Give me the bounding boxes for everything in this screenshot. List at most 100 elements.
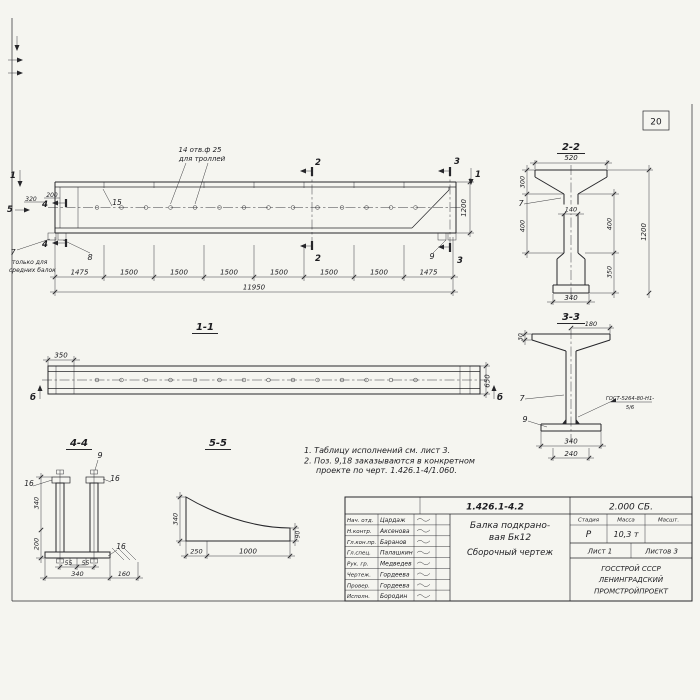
seg-dim-0: 1475 — [71, 269, 89, 277]
title-block-border — [344, 496, 693, 602]
dim-320: 320 — [25, 196, 37, 203]
drawing-title-line3: Сборочный чертеж — [467, 548, 553, 558]
dim-1000: 1000 — [239, 548, 257, 556]
pos-9: 9 — [429, 252, 434, 261]
dim-400-left: 400 — [519, 220, 527, 232]
sheets-info: Листов 3 — [644, 548, 678, 556]
titleblock-name-7: Бородин — [380, 593, 407, 600]
section-2-2-dims: 520 300 400 140 7 400 350 — [518, 154, 653, 305]
titleblock-role-4: Рук. гр. — [347, 562, 369, 568]
pos-8: 8 — [87, 253, 92, 262]
section-3-3-title: 3-3 — [562, 312, 580, 323]
section-3-3-pos-9: 9 — [522, 415, 527, 424]
dim-200: 200 — [46, 192, 58, 199]
cut-label-3-bottom: 3 — [457, 256, 463, 266]
view-4-4-callouts: 9 16 16 16 — [24, 451, 126, 557]
dim-240: 240 — [564, 450, 578, 458]
cut-label-b-left: б — [30, 392, 36, 403]
scale-label: Масшт. — [658, 518, 679, 524]
titleblock-role-5: Чертеж. — [347, 572, 371, 578]
view-1-1-title: 1-1 — [196, 322, 214, 333]
pos-7-footnote-1: только для — [12, 259, 48, 266]
note-line-3: проекте по черт. 1.426.1-4/1.060. — [316, 466, 457, 475]
view-1-1: 1-1 350 650 — [30, 322, 503, 403]
titleblock-role-1: Н.контр. — [347, 529, 372, 535]
org-line1: ГОССТРОЙ СССР — [601, 564, 661, 573]
section-3-3-pos-7: 7 — [519, 394, 525, 403]
seg-dim-6: 1500 — [370, 269, 388, 277]
note-line-2: 2. Поз. 9,18 заказываются в конкретном — [304, 457, 475, 466]
titleblock-name-3: Палашкин — [380, 550, 413, 557]
pos-16-bottom: 16 — [116, 542, 126, 551]
section-cut-5: 5 — [7, 205, 30, 215]
taper-plate-outline — [185, 496, 291, 542]
doc-number: 1.426.1-4.2 — [466, 503, 524, 513]
dim-350: 350 — [54, 352, 68, 360]
seg-dim-1: 1500 — [120, 269, 138, 277]
view-4-4-outline — [44, 469, 137, 566]
titleblock-name-5: Гордеева — [380, 571, 410, 578]
dim-1200-section: 1200 — [640, 223, 648, 241]
titleblock-role-2: Гл.кон.пр. — [347, 540, 376, 546]
section-cut-2: 2 2 — [300, 158, 321, 264]
view-5-5: 5-5 340 90 250 1000 — [172, 438, 302, 559]
section-3-3-outline — [531, 333, 611, 432]
cut-label-1-right: 1 — [475, 170, 481, 180]
margin-mark — [8, 36, 23, 76]
cut-b-marks: б б — [30, 385, 503, 403]
view-5-5-title: 5-5 — [209, 438, 227, 449]
dim-340-left: 340 — [33, 497, 41, 509]
section-2-2: 2-2 520 — [518, 142, 653, 305]
view-4-4: 4-4 9 16 16 16 — [24, 438, 143, 581]
pos-16-left: 16 — [24, 479, 34, 488]
holes-callout: 14 отв.ф 25 для троллей — [170, 146, 226, 205]
titleblock-name-1: Аксенова — [379, 528, 410, 535]
weld-note-line2: 5/6 — [626, 405, 635, 411]
dim-650: 650 — [484, 374, 492, 388]
titleblock-name-0: Цардаж — [380, 517, 406, 524]
seg-dim-5: 1500 — [320, 269, 338, 277]
dim-1200: 1200 — [460, 199, 468, 217]
dim-340: 340 — [564, 438, 578, 446]
seg-dim-7: 1475 — [420, 269, 438, 277]
section-2-2-title: 2-2 — [562, 142, 580, 153]
holes-note-line2: для троллей — [178, 155, 226, 163]
dim-90: 90 — [295, 531, 302, 539]
dim-200-left: 200 — [33, 538, 41, 550]
cut-label-5: 5 — [7, 205, 13, 215]
dim-55-b: 55 — [82, 560, 90, 567]
holes-note-line1: 14 отв.ф 25 — [179, 146, 223, 154]
view-5-5-dims: 340 90 250 1000 — [172, 492, 302, 559]
section-3-3-dims: 30 180 7 9 ГОСТ-5264-80-Н1- 5/6 340 240 — [518, 320, 654, 461]
view-4-4-pos-9: 9 — [97, 451, 102, 460]
titleblock-role-0: Нач. отд. — [347, 518, 374, 524]
title-block: 1.426.1-4.2 2.000 СБ. Нач. отд. Цардаж Н… — [344, 496, 693, 602]
titleblock-role-3: Гл.спец. — [347, 551, 371, 557]
trolley-holes — [94, 205, 418, 210]
dim-400-right: 400 — [606, 218, 614, 230]
dim-250: 250 — [190, 548, 202, 556]
section-2-2-outline — [534, 169, 608, 294]
note-line-1: 1. Таблицу исполнений см. лист 3. — [304, 446, 450, 455]
titleblock-role-6: Провер. — [347, 583, 370, 589]
view-1-1-dims: 350 650 — [43, 352, 492, 398]
org-line2: ЛЕНИНГРАДСКИЙ — [598, 575, 664, 584]
seg-dim-3: 1500 — [220, 269, 238, 277]
cut-label-2-top: 2 — [315, 158, 321, 168]
section-2-2-pos-7: 7 — [518, 199, 524, 208]
doc-code: 2.000 СБ. — [609, 503, 653, 513]
weld-note-line1: ГОСТ-5264-80-Н1- — [606, 396, 654, 402]
drawing-title-line2: вая Бк12 — [489, 533, 531, 543]
cut-label-4-top: 4 — [41, 200, 48, 210]
cut-label-4-bottom: 4 — [41, 240, 48, 250]
titleblock-name-4: Медведев — [380, 561, 412, 568]
cut-label-b-right: б — [497, 392, 503, 403]
seg-dim-2: 1500 — [170, 269, 188, 277]
dim-350: 350 — [606, 266, 614, 278]
pos-7-footnote-2: средних балок — [9, 267, 56, 274]
beam-outline — [47, 181, 457, 241]
section-cut-3: 3 3 — [438, 157, 463, 266]
dim-160: 160 — [118, 570, 130, 578]
